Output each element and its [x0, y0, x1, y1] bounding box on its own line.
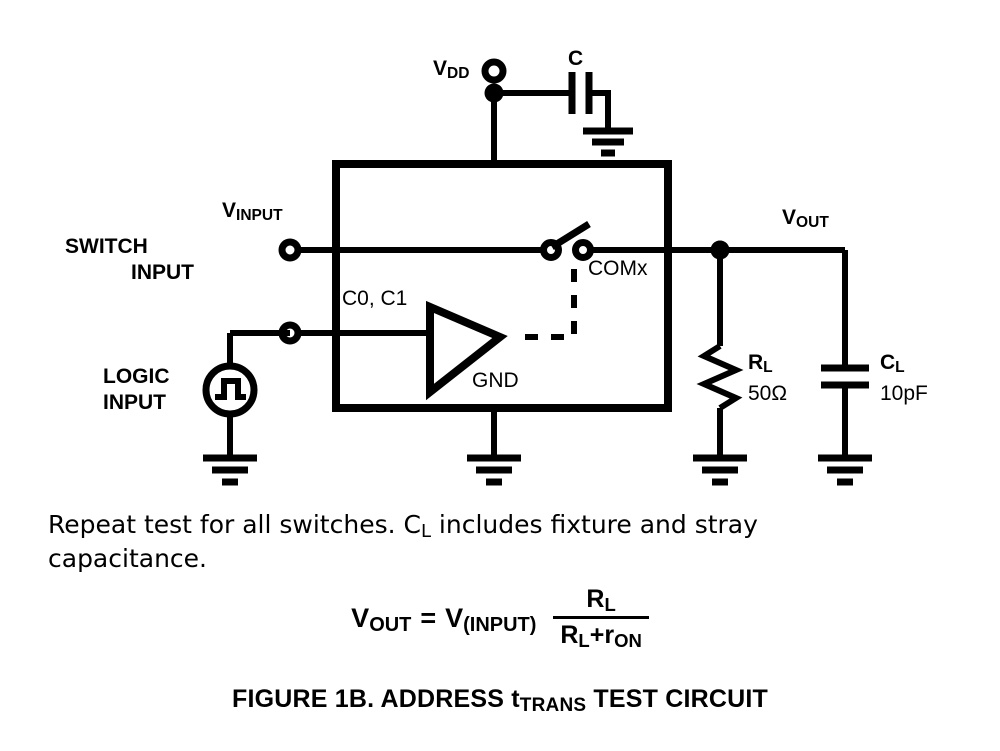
equation-denominator: RL+rON [560, 621, 642, 652]
switch-input-label-line2: INPUT [131, 261, 194, 284]
logic-input-label-line1: LOGIC [103, 365, 170, 388]
ground-symbol-pulse-source [203, 454, 257, 486]
control-pins-label: C0, C1 [342, 287, 408, 310]
equation-rhs-voltage: V(INPUT) [445, 603, 537, 637]
figure-title-suffix: TEST CIRCUIT [586, 685, 769, 713]
load-resistor-label: RL [748, 351, 773, 377]
caption-line1-part2: includes fixture and stray [430, 510, 758, 539]
buffer-amplifier-triangle [426, 300, 508, 401]
switch-input-label-line1: SWITCH [65, 235, 148, 258]
load-capacitor-symbol [821, 364, 869, 389]
load-capacitor-label: CL [880, 351, 905, 377]
comx-label: COMx [588, 257, 648, 280]
equation-numerator: RL [586, 585, 616, 616]
caption-line1-subscript: L [420, 520, 431, 542]
bypass-cap-to-ground-wire [589, 90, 611, 131]
caption-line2: capacitance. [48, 544, 207, 573]
ground-symbol-bypass-cap [583, 127, 633, 157]
equation-lhs: VOUT [351, 603, 412, 637]
bypass-cap-label: C [568, 47, 584, 70]
pulse-generator-symbol [202, 330, 290, 458]
switch-input-terminal-icon [278, 238, 302, 262]
equation-fraction: RL RL+rON [553, 585, 649, 652]
output-voltage-equation: VOUT = V(INPUT) RL RL+rON [0, 585, 1000, 652]
figure-title: FIGURE 1B. ADDRESS tTRANS TEST CIRCUIT [0, 685, 1000, 716]
ground-symbol-load-capacitor [818, 454, 872, 486]
figure-caption: Repeat test for all switches. CL include… [48, 508, 948, 576]
ground-symbol-device [467, 454, 521, 486]
vinput-label: VINPUT [222, 199, 283, 225]
spst-switch-symbol [540, 221, 594, 261]
figure-title-subscript: TRANS [519, 694, 587, 716]
vdd-label: VDD [433, 57, 470, 83]
gnd-label: GND [472, 369, 519, 392]
logic-input-label-line2: INPUT [103, 391, 166, 414]
figure-title-prefix: FIGURE 1B. ADDRESS t [231, 685, 520, 713]
vdd-terminal-icon [481, 58, 507, 84]
vout-label: VOUT [782, 206, 829, 232]
load-capacitor-value: 10pF [880, 382, 928, 405]
ground-symbol-load-resistor [693, 454, 747, 486]
load-resistor-value: 50Ω [748, 382, 788, 405]
caption-line1-part1: Repeat test for all switches. C [48, 510, 421, 539]
switch-device-box [332, 160, 672, 412]
switch-control-dashed-link [525, 268, 577, 340]
equation-equals: = [420, 603, 437, 633]
load-resistor-symbol [696, 343, 744, 411]
equation-fraction-bar [553, 616, 649, 619]
